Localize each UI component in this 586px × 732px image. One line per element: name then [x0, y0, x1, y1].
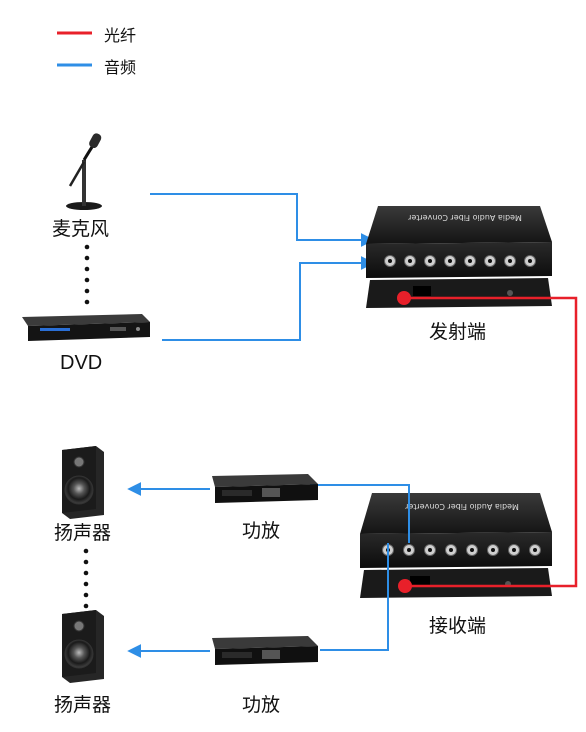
- receiver-label: 接收端: [429, 615, 487, 637]
- microphone-label: 麦克风: [52, 218, 110, 240]
- fiber-port-receiver: [398, 579, 412, 593]
- amplifier-label-2: 功放: [242, 694, 281, 716]
- ellipsis-dots: [83, 548, 89, 609]
- amplifier-label-1: 功放: [242, 520, 281, 542]
- audio-line-mic: [150, 193, 375, 247]
- dvd-player-icon: [22, 314, 150, 341]
- speaker-label-2: 扬声器: [54, 694, 112, 716]
- transmitter-panel-text: Media Audio Fiber Converter: [407, 213, 521, 222]
- speaker-label-1: 扬声器: [54, 522, 112, 544]
- fiber-line: [397, 291, 578, 593]
- legend: [57, 31, 92, 67]
- dvd-label: DVD: [60, 352, 103, 374]
- audio-line-amp1-in: [310, 484, 410, 543]
- transmitter-box: Media Audio Fiber Converter: [366, 206, 552, 308]
- fiber-port-transmitter: [397, 291, 411, 305]
- speaker-icon: [62, 610, 104, 683]
- audio-lines-output: [127, 482, 410, 658]
- audio-lines-input: [150, 193, 375, 341]
- transmitter-label: 发射端: [429, 321, 487, 343]
- audio-line-amp2-in: [320, 543, 389, 651]
- speaker-icon: [62, 446, 104, 519]
- amplifier-icon: [212, 636, 318, 665]
- amplifier-icon: [212, 474, 318, 503]
- microphone-icon: [66, 133, 102, 210]
- legend-fiber-label: 光纤: [104, 26, 137, 45]
- ellipsis-dots: [84, 244, 90, 305]
- legend-audio-label: 音频: [104, 58, 137, 77]
- receiver-panel-text: Media Audio Fiber Converter: [404, 502, 518, 511]
- audio-line-dvd: [162, 256, 375, 341]
